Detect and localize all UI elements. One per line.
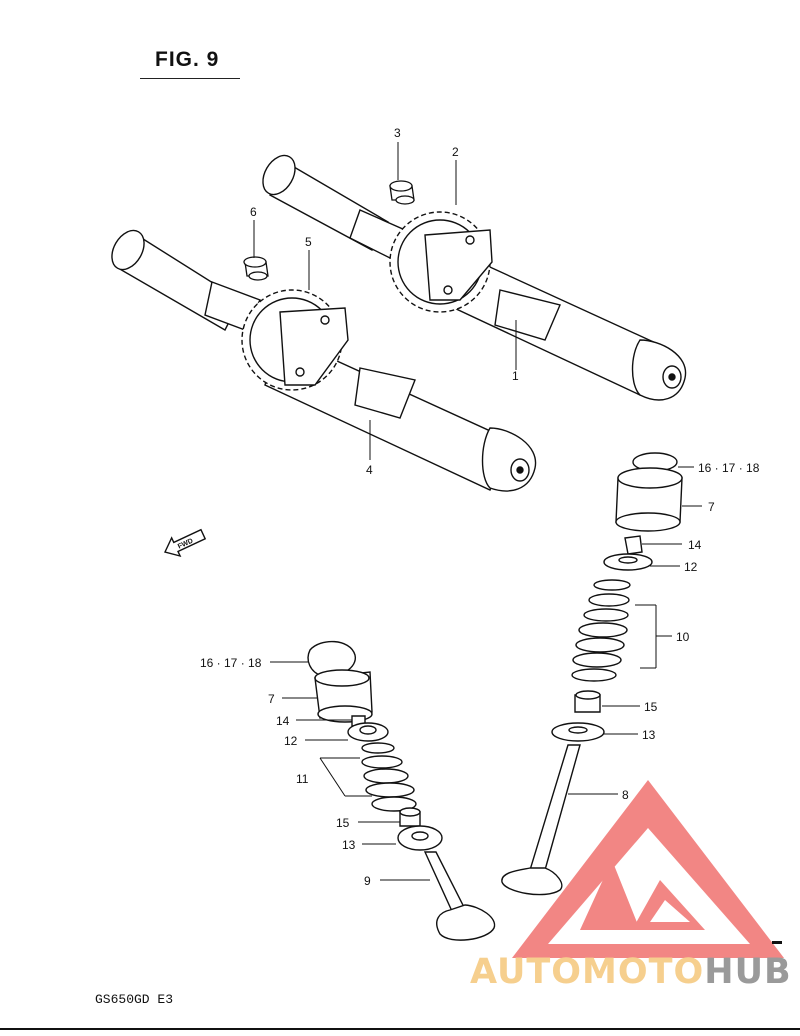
callout-11: 11 [296,772,309,786]
bolt-6 [243,256,269,281]
callout-2: 2 [452,145,459,159]
callout-10: 10 [676,630,690,644]
callout-16-17-18-left: 16 · 17 · 18 [200,656,262,670]
callout-8: 8 [622,788,629,802]
callout-9: 9 [364,874,371,888]
callout-13-left: 13 [342,838,356,852]
watermark-logo [512,780,784,958]
valve-assembly-right [501,452,683,896]
callout-13-right: 13 [642,728,656,742]
callout-6: 6 [250,205,257,219]
forward-arrow-icon: FWD [164,528,207,558]
callout-3: 3 [394,126,401,140]
leader-lines [253,142,702,881]
watermark-text: AUTOMOTOHUB [470,952,792,992]
cam-sprocket-intake [241,289,349,391]
callout-14-left: 14 [276,714,290,728]
model-code: GS650GD E3 [95,992,174,1007]
callout-15-right: 15 [644,700,658,714]
callout-4: 4 [366,463,373,477]
watermark-text-part1: AUTOMOTO [470,952,705,992]
bottom-rule [0,1028,800,1030]
valve-assembly-left [307,640,496,941]
callout-12-right: 12 [684,560,698,574]
cam-sprocket-exhaust [389,211,493,313]
bolt-3 [389,180,415,205]
callout-15-left: 15 [336,816,350,830]
callout-7-left: 7 [268,692,275,706]
corner-mark [772,941,782,944]
title-underline [140,78,240,79]
callout-14-right: 14 [688,538,702,552]
callout-7-right: 7 [708,500,715,514]
watermark-text-part2: HUB [704,952,792,992]
callout-5: 5 [305,235,312,249]
figure-title: FIG. 9 [155,48,220,71]
callout-1: 1 [512,369,519,383]
callout-16-17-18-right: 16 · 17 · 18 [698,461,760,475]
callout-12-left: 12 [284,734,298,748]
